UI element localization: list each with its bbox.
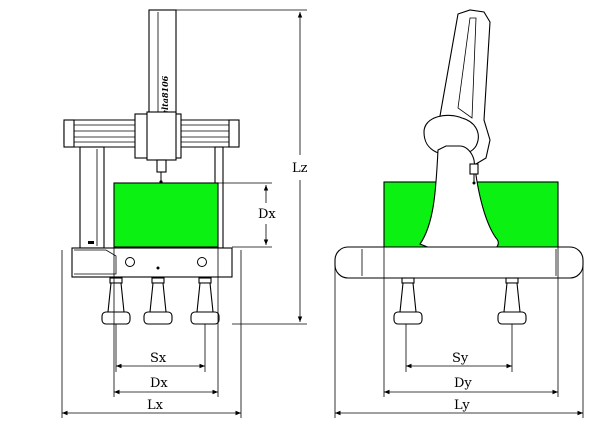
- left-leg-body: [79, 146, 105, 249]
- side-table-body: [334, 246, 584, 279]
- probe: [156, 159, 167, 184]
- foot-post: [196, 282, 214, 313]
- lz-label: Lz: [292, 161, 308, 176]
- table-body: [71, 247, 233, 278]
- front-table: [71, 247, 233, 278]
- table-panel: [74, 249, 117, 275]
- dx-side-dimension: Dx: [218, 182, 276, 248]
- front-foot-left: [101, 277, 131, 325]
- side-pillar: [419, 145, 499, 249]
- side-table: [334, 246, 584, 279]
- foot-pad: [101, 311, 131, 325]
- beam-end-cap-left: [63, 119, 75, 148]
- foot-pad: [393, 311, 423, 325]
- table-hole-left: [125, 257, 135, 267]
- foot-post: [503, 282, 521, 313]
- side-probe-tip: [472, 181, 476, 185]
- z-ram-through-carriage: [146, 111, 177, 161]
- probe-head: [156, 159, 167, 173]
- column-slot: [457, 17, 477, 119]
- foot-post: [149, 282, 167, 313]
- foot-cap: [198, 277, 212, 284]
- lz-dimension: Lz: [292, 12, 308, 322]
- table-hole-right: [197, 257, 207, 267]
- foot-cap: [401, 277, 415, 284]
- workpiece-front: [113, 182, 219, 248]
- sy-label: Sy: [452, 351, 469, 366]
- foot-post: [107, 282, 125, 313]
- side-foot-right: [497, 277, 527, 325]
- ly-label: Ly: [454, 398, 470, 413]
- dx-bottom-label: Dx: [150, 376, 168, 391]
- dy-dimension: Dy: [384, 376, 558, 395]
- foot-cap: [109, 277, 123, 284]
- foot-post: [399, 282, 417, 313]
- table-dot: [156, 266, 160, 270]
- dy-label: Dy: [454, 376, 472, 391]
- ly-dimension: Ly: [335, 398, 583, 416]
- left-bridge-leg: [79, 146, 105, 249]
- sx-label: Sx: [150, 351, 167, 366]
- foot-cap: [505, 277, 519, 284]
- foot-pad: [190, 311, 220, 325]
- front-foot-center: [143, 277, 173, 325]
- model-label: Delta8106: [160, 75, 170, 123]
- side-view: Sy Dy Ly: [334, 9, 584, 418]
- side-carriage: [423, 114, 479, 156]
- front-view: Delta8106: [61, 9, 308, 418]
- foot-cap: [151, 277, 165, 284]
- beam-end-cap-right: [228, 119, 240, 148]
- lx-dimension: Lx: [61, 398, 241, 416]
- lx-label: Lx: [147, 398, 164, 413]
- front-foot-right: [190, 277, 220, 325]
- side-column: [419, 9, 499, 249]
- left-leg-mark: [88, 241, 94, 244]
- side-probe-head: [469, 163, 479, 175]
- dx-bottom-dimension: Dx: [114, 376, 218, 395]
- foot-pad: [143, 311, 173, 325]
- dx-side-label: Dx: [258, 207, 276, 222]
- side-foot-left: [393, 277, 423, 325]
- foot-pad: [497, 311, 527, 325]
- sx-dimension: Sx: [116, 351, 205, 369]
- sy-dimension: Sy: [406, 351, 512, 369]
